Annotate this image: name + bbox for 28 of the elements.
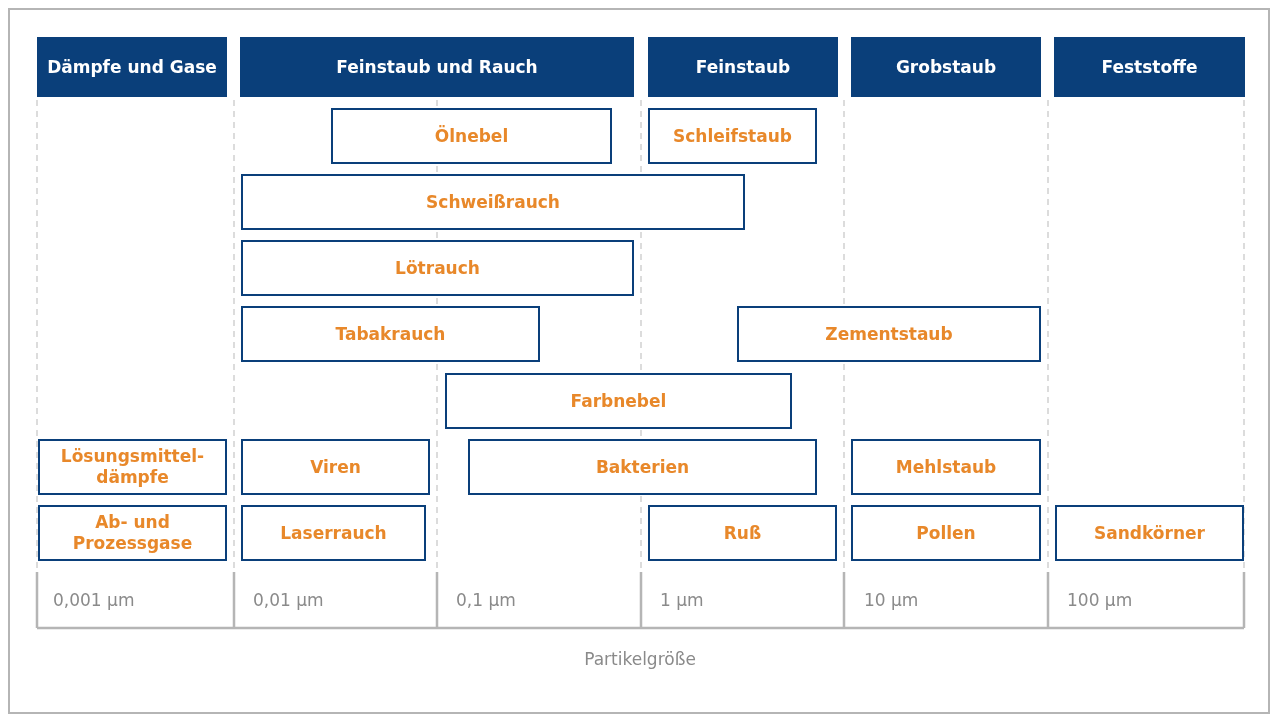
axis-tick-label: 0,01 µm: [253, 590, 324, 610]
size-range-bar: Lösungsmittel- dämpfe: [38, 439, 227, 495]
axis-tick-label: 10 µm: [864, 590, 919, 610]
axis-tick-label: 0,1 µm: [456, 590, 516, 610]
category-header: Feinstaub: [648, 37, 838, 97]
size-range-bar: Zementstaub: [737, 306, 1041, 362]
category-header: Grobstaub: [851, 37, 1041, 97]
axis-tick-label: 0,001 µm: [53, 590, 135, 610]
size-range-bar: Farbnebel: [445, 373, 792, 429]
size-range-bar: Mehlstaub: [851, 439, 1041, 495]
size-range-bar: Schleifstaub: [648, 108, 817, 164]
size-range-bar: Bakterien: [468, 439, 817, 495]
size-range-bar: Schweißrauch: [241, 174, 745, 230]
category-header: Feststoffe: [1054, 37, 1245, 97]
size-range-bar: Laserrauch: [241, 505, 426, 561]
size-range-bar: Ab- und Prozessgase: [38, 505, 227, 561]
size-range-bar: Ruß: [648, 505, 837, 561]
axis-tick-label: 100 µm: [1067, 590, 1133, 610]
axis-tick-label: 1 µm: [660, 590, 704, 610]
category-header: Feinstaub und Rauch: [240, 37, 634, 97]
size-range-bar: Lötrauch: [241, 240, 634, 296]
size-range-bar: Pollen: [851, 505, 1041, 561]
category-header: Dämpfe und Gase: [37, 37, 227, 97]
axis-title: Partikelgröße: [583, 649, 697, 669]
size-range-bar: Ölnebel: [331, 108, 612, 164]
size-range-bar: Sandkörner: [1055, 505, 1244, 561]
size-range-bar: Viren: [241, 439, 430, 495]
size-range-bar: Tabakrauch: [241, 306, 540, 362]
